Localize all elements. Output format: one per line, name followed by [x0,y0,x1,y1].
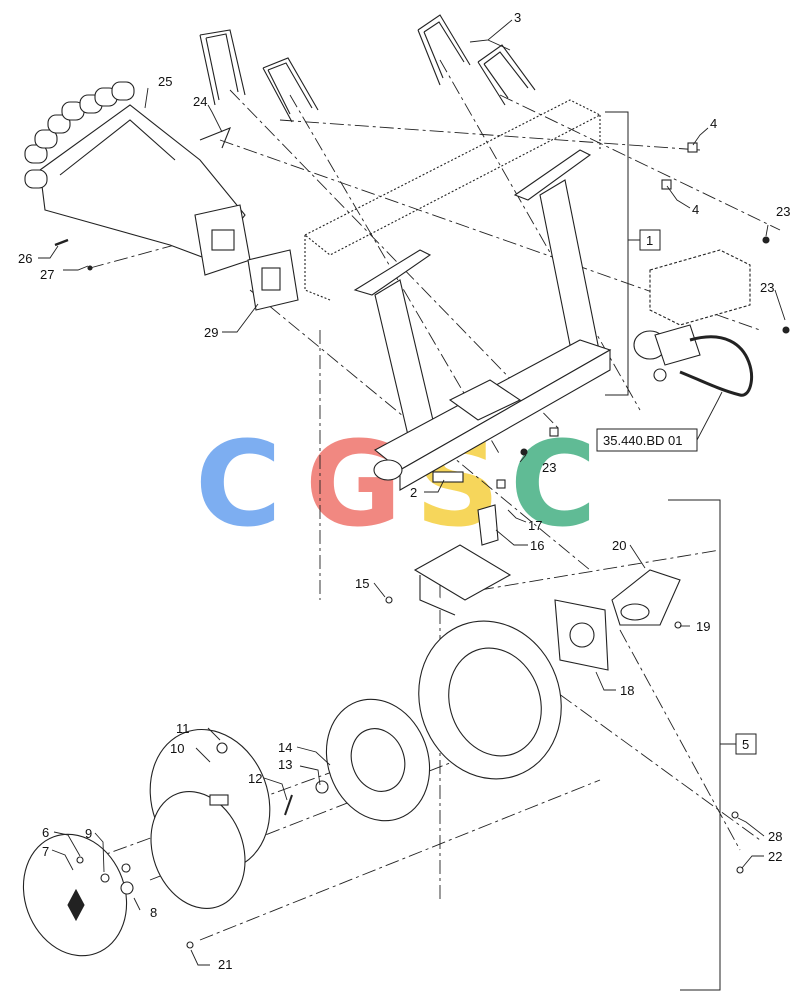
boxed-references: 1 5 35.440.BD 01 [596,229,757,755]
callout-25: 25 [158,74,172,89]
callout-18: 18 [620,683,634,698]
callout-28: 28 [768,829,782,844]
valve-unit [633,249,753,397]
watermark-letter-g: G [305,415,402,553]
callout-13: 13 [278,757,292,772]
callout-23-upper: 23 [776,204,790,219]
callout-29: 29 [204,325,218,340]
callout-8: 8 [150,905,157,920]
callout-11: 11 [176,721,190,736]
callout-15: 15 [355,576,369,591]
watermark-letter-c2: C [510,415,597,553]
fan-assembly [22,544,744,957]
callout-9: 9 [85,826,92,841]
callout-10: 10 [170,741,184,756]
distributor-manifold [24,81,299,311]
u-bolts [199,14,536,149]
callout-21: 21 [218,957,232,972]
callout-24: 24 [193,94,207,109]
callout-23-lower: 23 [542,460,556,475]
assembly-1-box[interactable]: 1 [639,229,661,251]
callout-20: 20 [612,538,626,553]
ref-page-35-440-bd-01[interactable]: 35.440.BD 01 [596,391,723,452]
callout-19: 19 [696,619,710,634]
ref-page-label: 35.440.BD 01 [603,433,683,448]
assembly-brackets [605,111,736,991]
callout-16: 16 [530,538,544,553]
callout-7: 7 [42,844,49,859]
callout-6: 6 [42,825,49,840]
callout-27: 27 [40,267,54,282]
small-hardware [54,142,790,546]
assembly-5-label: 5 [742,737,749,752]
assembly-5-box[interactable]: 5 [735,733,757,755]
callout-2: 2 [410,485,417,500]
callout-23-middle: 23 [760,280,774,295]
watermark-letter-c1: C [195,415,282,553]
assembly-1-label: 1 [646,233,653,248]
callout-17: 17 [528,518,542,533]
callouts: 3 4 4 23 23 23 24 25 26 27 29 2 17 16 15… [18,10,790,972]
mount-bracket [303,99,612,491]
callout-22: 22 [768,849,782,864]
leader-lines [38,19,786,966]
callout-26: 26 [18,251,32,266]
callout-12: 12 [248,771,262,786]
callout-4-lower: 4 [692,202,699,217]
callout-14: 14 [278,740,292,755]
callout-4-upper: 4 [710,116,717,131]
callout-3: 3 [514,10,521,25]
